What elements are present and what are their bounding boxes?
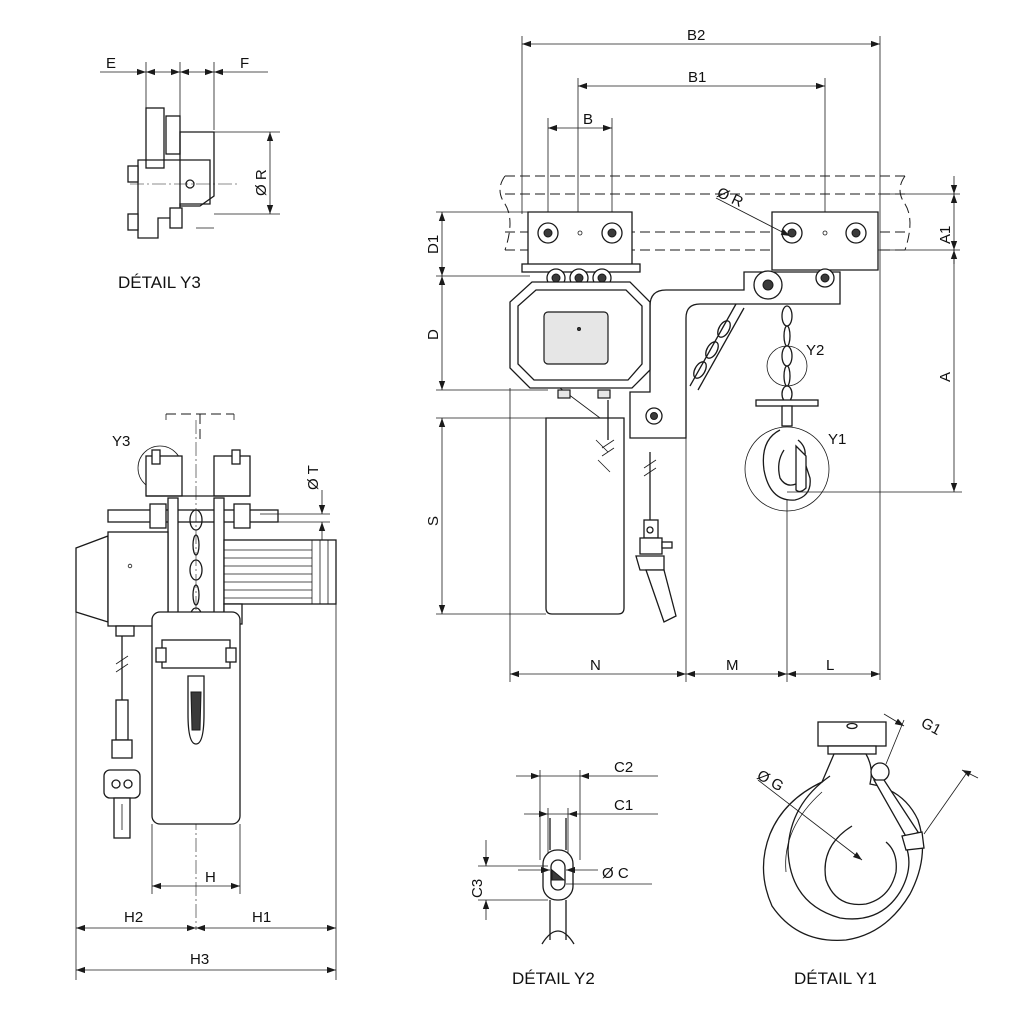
dim-label-b2: B2 [687, 27, 705, 44]
hoist-chain-slack [689, 303, 745, 391]
dim-label-e: E [106, 55, 116, 72]
dim-label-h: H [205, 869, 216, 886]
dim-label-c: Ø C [602, 865, 629, 882]
dim-label-r-y3: Ø R [253, 169, 270, 196]
load-chain [781, 305, 793, 403]
dim-label-a1: A1 [937, 226, 954, 244]
caption-detail-y1: DÉTAIL Y1 [794, 969, 877, 988]
front-view: Y3 Ø T [75, 413, 337, 980]
dim-label-r-side: Ø R [714, 184, 746, 211]
detail-y2-view: C2 C1 Ø C C3 DÉTAIL Y2 [469, 759, 658, 988]
dim-label-l: L [826, 657, 834, 674]
dim-label-g1: G1 [918, 715, 944, 739]
marker-y2: Y2 [806, 342, 824, 359]
side-view: B2 B1 B [425, 27, 962, 682]
caption-detail-y2: DÉTAIL Y2 [512, 969, 595, 988]
dim-label-c2: C2 [614, 759, 633, 776]
pendant-control-front [103, 636, 141, 839]
marker-y3: Y3 [112, 433, 130, 450]
dim-label-b: B [583, 111, 593, 128]
dim-label-b1: B1 [688, 69, 706, 86]
pendant-control [601, 400, 677, 623]
dim-label-f: F [240, 55, 249, 72]
dim-label-h3: H3 [190, 951, 209, 968]
dim-label-h1: H1 [252, 909, 271, 926]
detail-y1-view: G1 Ø G DÉTAIL Y1 [754, 713, 979, 988]
dim-label-d: D [425, 329, 442, 340]
dim-label-s: S [425, 516, 442, 526]
dim-label-t: Ø T [305, 465, 322, 490]
dim-label-c3: C3 [469, 879, 486, 898]
dim-label-a: A [937, 372, 954, 382]
dim-label-m: M [726, 657, 739, 674]
marker-y1: Y1 [828, 431, 846, 448]
dim-label-g: Ø G [754, 767, 786, 795]
dim-label-c1: C1 [614, 797, 633, 814]
dim-label-d1: D1 [425, 235, 442, 254]
dim-label-n: N [590, 657, 601, 674]
detail-y3-view: E F Ø R DÉTAIL Y3 [100, 55, 280, 292]
caption-detail-y3: DÉTAIL Y3 [118, 273, 201, 292]
dim-label-h2: H2 [124, 909, 143, 926]
